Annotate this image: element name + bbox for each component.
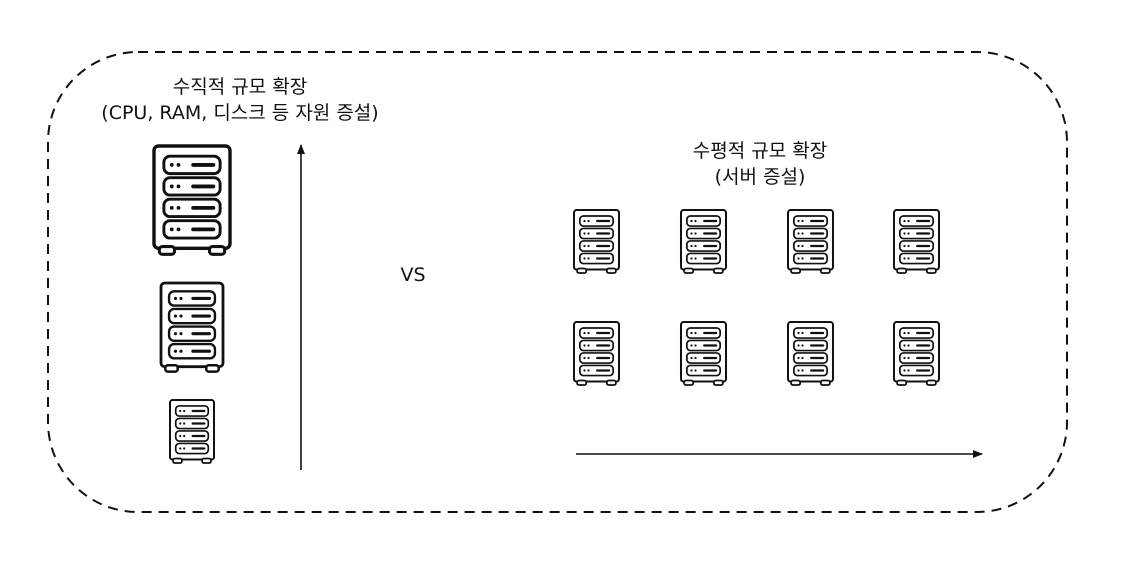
server-rack-icon — [786, 208, 835, 274]
vertical-scaling-title: 수직적 규모 확장 (CPU, RAM, 디스크 등 자원 증설) — [40, 74, 440, 126]
server-rack-icon-large — [152, 144, 232, 256]
server-rack-icon — [892, 208, 941, 274]
horizontal-scaling-heading: 수평적 규모 확장 — [692, 140, 828, 162]
server-rack-icon — [572, 320, 621, 386]
server-rack-icon-small — [169, 399, 215, 464]
horizontal-server-grid — [572, 208, 941, 386]
horizontal-scaling-subtitle: (서버 증설) — [714, 166, 806, 188]
versus-label: VS — [400, 264, 426, 286]
server-rack-icon — [892, 320, 941, 386]
server-rack-icon-medium — [159, 281, 225, 373]
server-rack-icon — [679, 320, 728, 386]
server-rack-icon — [786, 320, 835, 386]
server-rack-icon — [572, 208, 621, 274]
vertical-scaling-subtitle: (CPU, RAM, 디스크 등 자원 증설) — [101, 102, 379, 124]
dashed-boundary — [47, 51, 1068, 513]
vertical-scaling-heading: 수직적 규모 확장 — [172, 76, 308, 98]
horizontal-scaling-title: 수평적 규모 확장 (서버 증설) — [560, 138, 960, 190]
vertical-server-stack — [152, 144, 232, 464]
server-rack-icon — [679, 208, 728, 274]
